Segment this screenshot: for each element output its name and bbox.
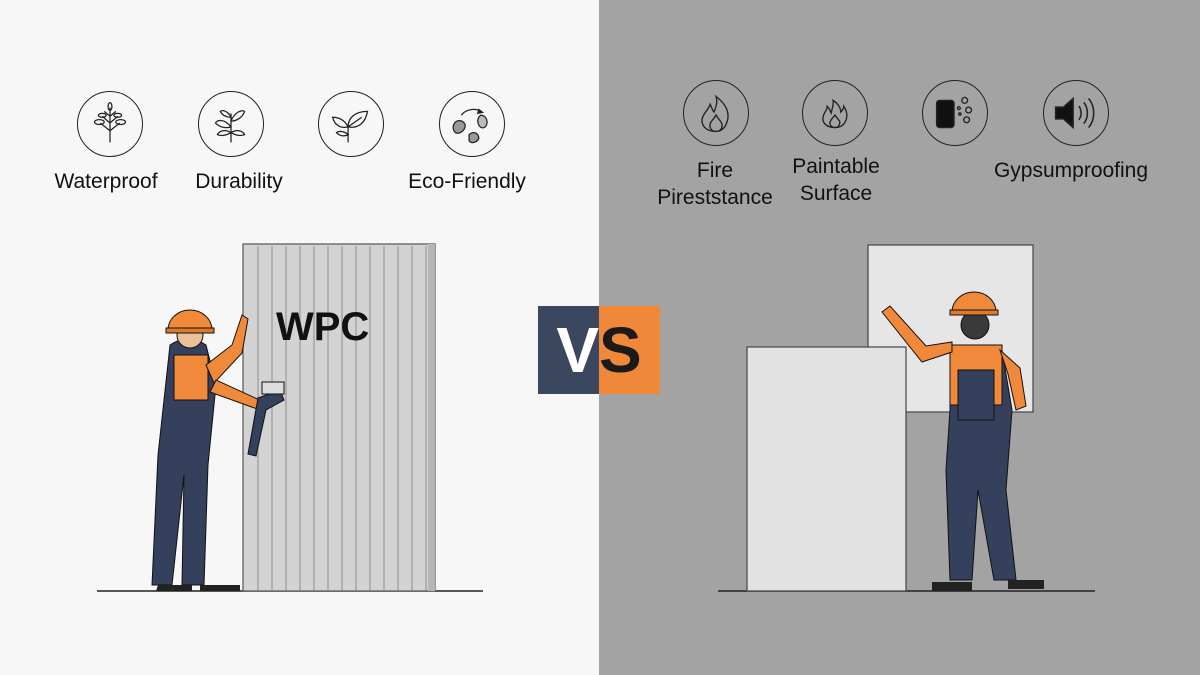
speaker-icon [1043, 80, 1109, 146]
feature-label-gypsumproofing: Gypsumproofing [993, 159, 1149, 182]
feature-label-fire-line1: Fire [696, 159, 734, 182]
recycle-leaves-icon [439, 91, 505, 157]
flame-icon [802, 80, 868, 146]
tree-icon [77, 91, 143, 157]
wpc-panel [242, 243, 436, 592]
feature-label-paintable-line2: Surface [799, 182, 873, 205]
feature-label-eco-friendly: Eco-Friendly [408, 170, 526, 193]
moisture-block-icon [922, 80, 988, 146]
worker-left [151, 309, 285, 591]
worker-right [881, 291, 1044, 591]
feature-label-waterproof: Waterproof [54, 170, 158, 193]
vs-badge-right: S [599, 306, 660, 394]
gypsum-panel-front [746, 346, 907, 592]
feature-label-fire-line2: Pireststance [657, 186, 773, 209]
feature-label-durability: Durability [195, 170, 283, 193]
leaf-icon [318, 91, 384, 157]
vs-badge-left: V [538, 306, 599, 394]
fire-icon [683, 80, 749, 146]
wpc-panel-label: WPC [276, 305, 370, 349]
feature-label-paintable-line1: Paintable [792, 155, 880, 178]
plant-icon [198, 91, 264, 157]
